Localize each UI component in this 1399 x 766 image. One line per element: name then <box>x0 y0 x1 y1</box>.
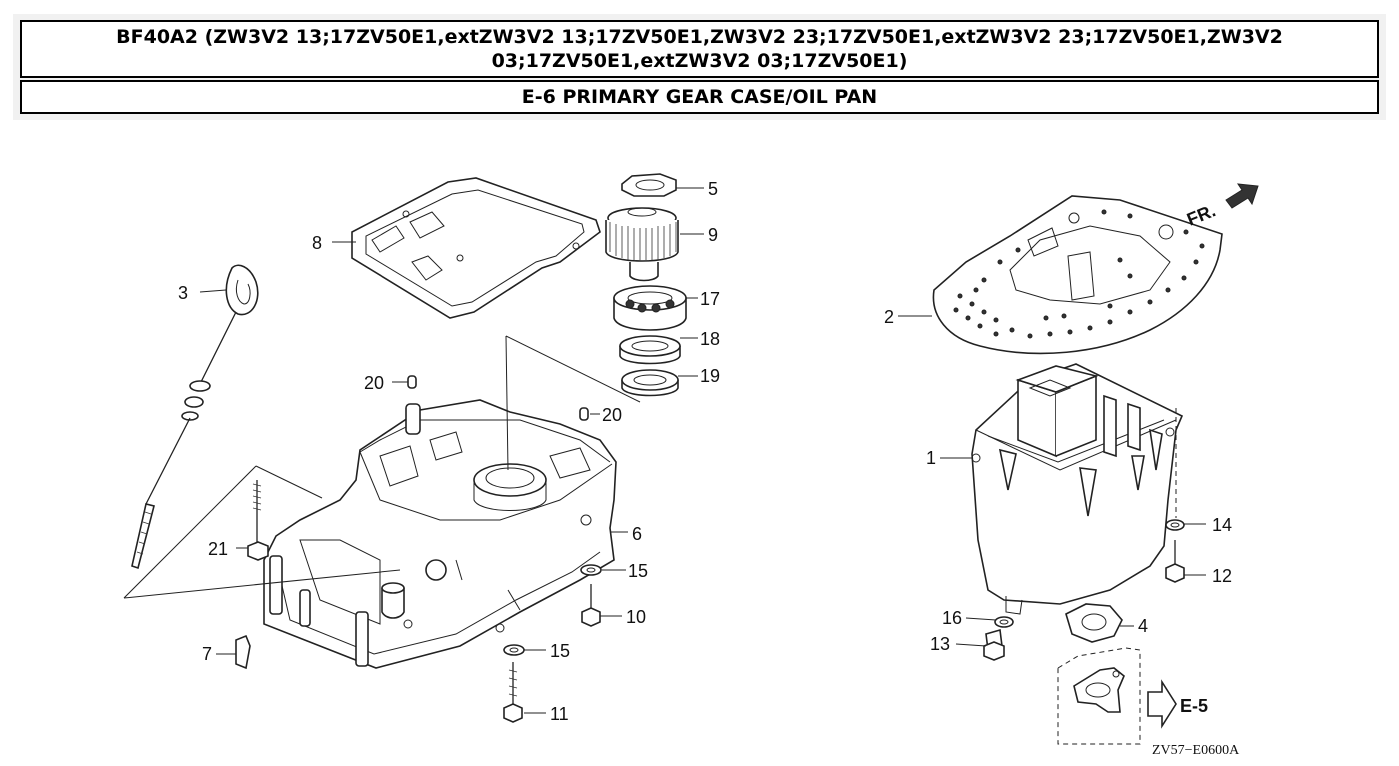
dowel-pin-upper-part[interactable] <box>407 375 417 389</box>
callout-20-lower: 20 <box>602 405 622 425</box>
seal-18-part[interactable] <box>619 335 681 365</box>
callout-6: 6 <box>632 524 642 544</box>
callout-4: 4 <box>1138 616 1148 636</box>
callout-3: 3 <box>178 283 188 303</box>
washer-14-part[interactable] <box>1165 519 1185 531</box>
callout-7: 7 <box>202 644 212 664</box>
callout-21: 21 <box>208 539 228 559</box>
drain-bolt-part[interactable] <box>983 628 1005 661</box>
callout-20-upper: 20 <box>364 373 384 393</box>
washer-15-upper-part[interactable] <box>580 564 602 576</box>
gear-part[interactable] <box>605 207 679 282</box>
gasket-bolt-holes <box>953 209 1205 339</box>
oil-pan-part[interactable] <box>971 363 1184 615</box>
left-assembly-lines <box>123 187 704 714</box>
flange-gasket-part[interactable] <box>1065 603 1123 643</box>
callout-18: 18 <box>700 329 720 349</box>
callout-15-upper: 15 <box>628 561 648 581</box>
header-panel: BF40A2 (ZW3V2 13;17ZV50E1,extZW3V2 13;17… <box>13 14 1386 120</box>
reference-inset <box>1057 647 1141 745</box>
model-title-box: BF40A2 (ZW3V2 13;17ZV50E1,extZW3V2 13;17… <box>20 20 1379 78</box>
drawing-code: ZV57−E0600A <box>1152 743 1240 758</box>
washer-15-lower-part[interactable] <box>503 644 525 656</box>
washer-16-part[interactable] <box>994 616 1014 628</box>
bolt-10-part[interactable] <box>581 584 601 627</box>
callout-11: 11 <box>550 704 569 724</box>
callout-2: 2 <box>884 307 894 327</box>
reference-section-label[interactable]: E-5 <box>1180 696 1208 716</box>
callout-12: 12 <box>1212 566 1232 586</box>
circlip-part[interactable] <box>621 173 677 197</box>
callout-16: 16 <box>942 608 962 628</box>
callout-14: 14 <box>1212 515 1232 535</box>
plate-gasket-part[interactable] <box>932 195 1223 355</box>
bolt-11-part[interactable] <box>503 662 523 723</box>
section-title-box: E-6 PRIMARY GEAR CASE/OIL PAN <box>20 80 1379 114</box>
bearing-17-part[interactable] <box>613 285 687 331</box>
callout-9: 9 <box>708 225 718 245</box>
front-label: FR. <box>1184 200 1218 229</box>
callout-8: 8 <box>312 233 322 253</box>
front-arrow-icon <box>1225 183 1259 209</box>
callout-5: 5 <box>708 179 718 199</box>
grommet-part[interactable] <box>235 634 251 670</box>
gasket-part[interactable] <box>351 177 601 319</box>
callout-15-lower: 15 <box>550 641 570 661</box>
seal-19-part[interactable] <box>621 369 679 397</box>
primary-gear-case-part[interactable] <box>263 399 617 669</box>
callout-1: 1 <box>926 448 936 468</box>
dowel-pin-lower-part[interactable] <box>579 407 589 421</box>
bolt-21-part[interactable] <box>247 480 269 561</box>
dipstick-part[interactable] <box>131 264 259 570</box>
reference-arrow-icon[interactable] <box>1147 679 1177 729</box>
callout-17: 17 <box>700 289 720 309</box>
bolt-12-part[interactable] <box>1165 540 1185 583</box>
callout-10: 10 <box>626 607 646 627</box>
right-assembly-lines <box>898 315 1206 647</box>
model-title: BF40A2 (ZW3V2 13;17ZV50E1,extZW3V2 13;17… <box>116 26 1283 72</box>
callout-19: 19 <box>700 366 720 386</box>
section-title: E-6 PRIMARY GEAR CASE/OIL PAN <box>521 86 878 108</box>
callout-13: 13 <box>930 634 950 654</box>
